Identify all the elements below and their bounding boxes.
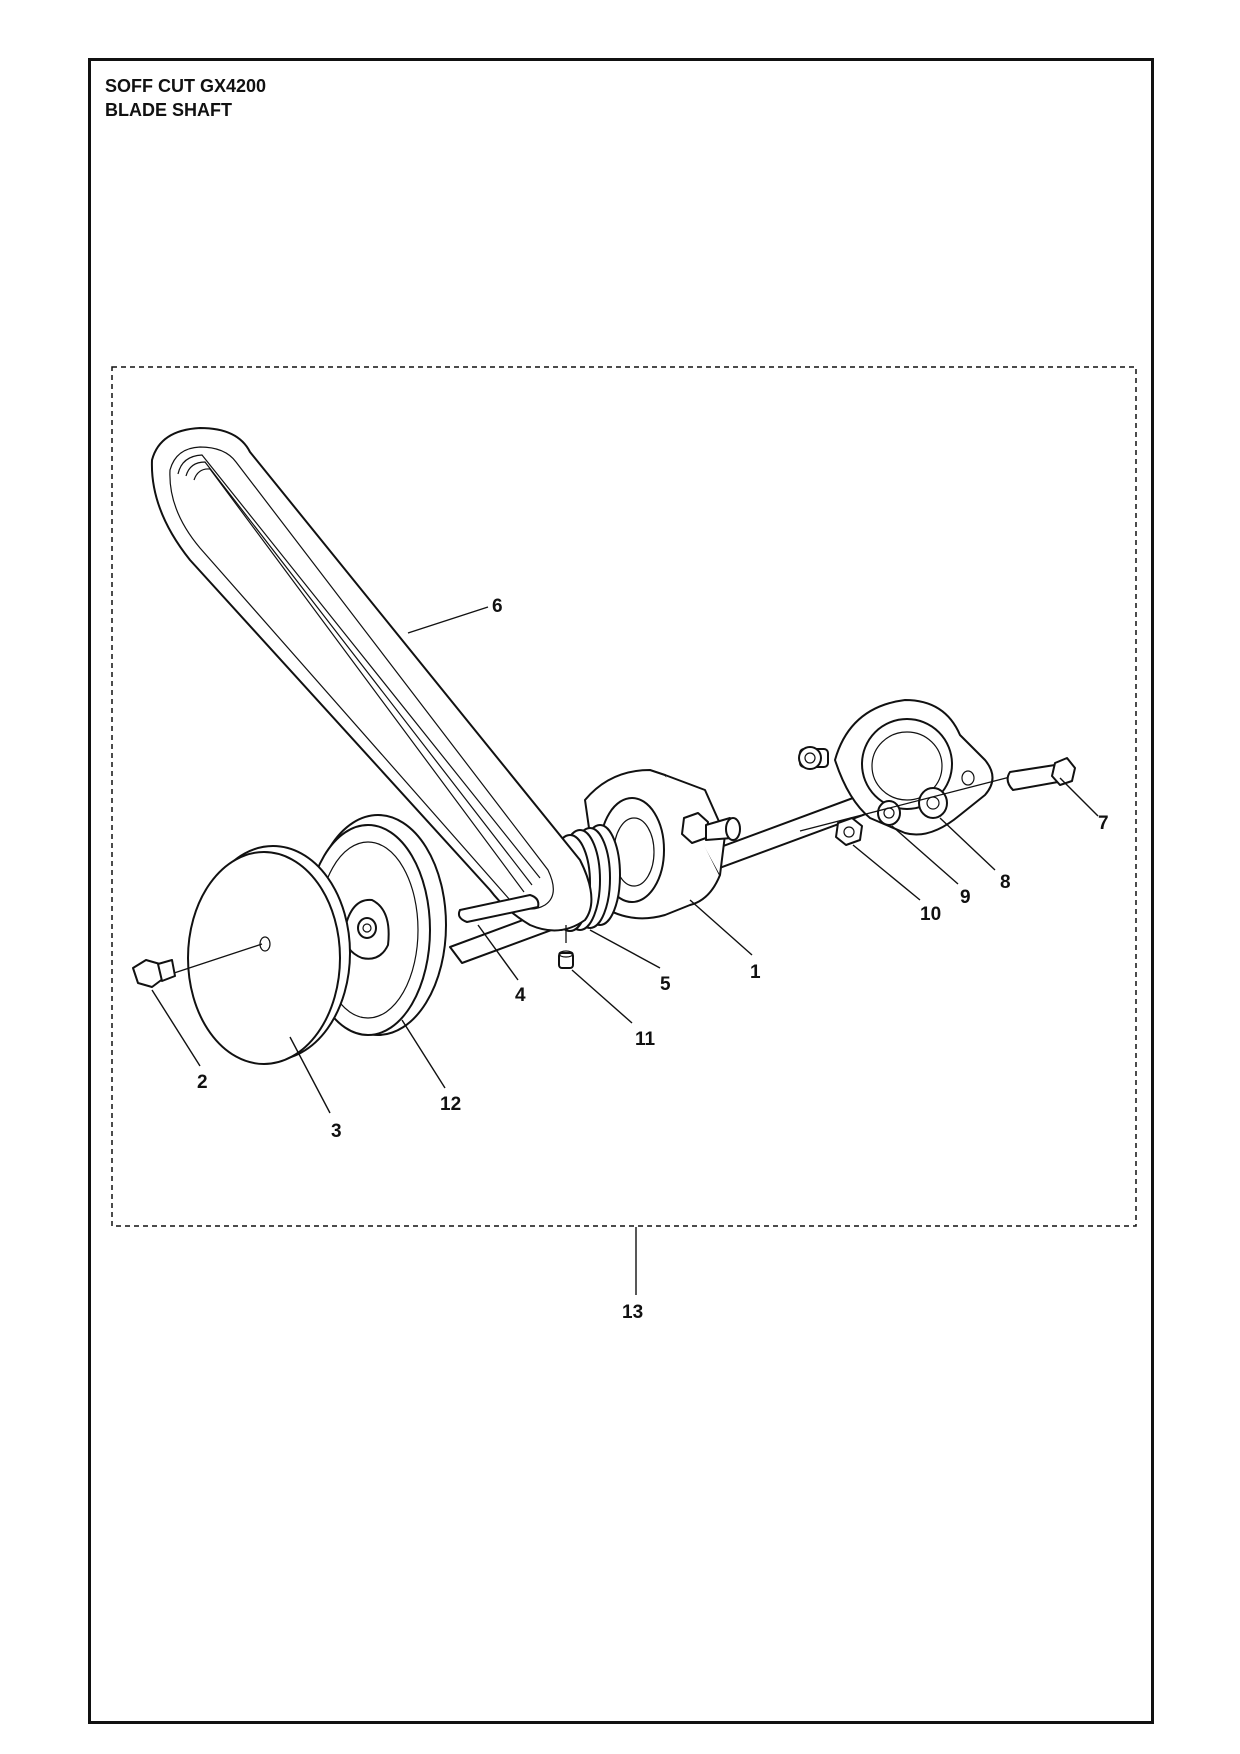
page-border xyxy=(88,58,1154,1724)
cover-disc-3 xyxy=(187,845,351,1065)
callout-11: 11 xyxy=(635,1029,656,1050)
v-belt-6 xyxy=(150,427,593,932)
callout-6: 6 xyxy=(492,596,503,617)
callout-5: 5 xyxy=(660,974,671,995)
leader-9 xyxy=(891,825,959,885)
leader-12 xyxy=(401,1019,446,1089)
bolt-7-axis xyxy=(799,776,1011,832)
leader-2 xyxy=(151,989,201,1067)
callout-9: 9 xyxy=(960,887,971,908)
callout-12: 12 xyxy=(440,1094,461,1115)
assembly-group-box xyxy=(111,366,1137,1227)
leader-10 xyxy=(852,844,921,901)
washer-9 xyxy=(877,800,901,826)
leader-6 xyxy=(407,606,489,634)
bolt-7 xyxy=(1006,757,1076,791)
callout-10: 10 xyxy=(920,904,941,925)
callout-13: 13 xyxy=(622,1302,643,1323)
leader-11 xyxy=(571,969,633,1024)
leader-3 xyxy=(289,1036,331,1114)
washer-8 xyxy=(918,787,948,819)
grease-nipple-11 xyxy=(558,950,574,969)
callout-7: 7 xyxy=(1098,813,1109,834)
key-4 xyxy=(457,894,540,923)
model-title: SOFF CUT GX4200 xyxy=(105,76,267,96)
title-block: SOFF CUT GX4200 BLADE SHAFT xyxy=(105,74,266,122)
leader-5 xyxy=(589,929,661,969)
nut-10 xyxy=(835,817,863,846)
leader-1 xyxy=(689,899,753,956)
callout-8: 8 xyxy=(1000,872,1011,893)
leader-7 xyxy=(1059,777,1099,817)
bolt-2 xyxy=(132,959,176,988)
section-title: BLADE SHAFT xyxy=(105,100,232,120)
callout-1: 1 xyxy=(750,962,761,983)
callout-4: 4 xyxy=(515,985,526,1006)
callout-2: 2 xyxy=(197,1072,208,1093)
leader-8 xyxy=(939,817,996,871)
leader-4 xyxy=(477,924,519,981)
bearing-housing-right xyxy=(798,699,994,836)
bolt-2-axis xyxy=(164,943,263,977)
callout-3: 3 xyxy=(331,1121,342,1142)
